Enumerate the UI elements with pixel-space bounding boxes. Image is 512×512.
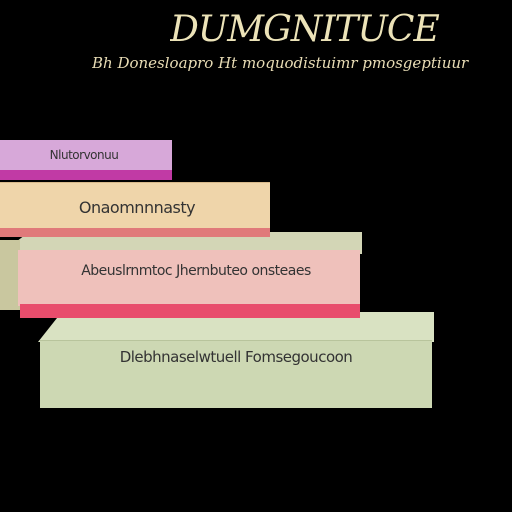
step-1-face — [0, 140, 172, 172]
step-2-label: Onaomnnnasty — [78, 198, 196, 217]
step-1-label: Nlutorvonuu — [49, 148, 119, 162]
step-3-top — [0, 232, 362, 254]
step-2-base — [0, 228, 270, 237]
step-3-base — [20, 304, 360, 318]
step-4-label: Dlebhnaselwtuell Fomsegoucoon — [119, 348, 353, 366]
step-1-base — [0, 170, 172, 180]
diagram-subtitle: Bh Donesloapro Ht moquodistuimr pmosgept… — [92, 54, 469, 72]
step-3-label: Abeuslrnmtoc Jhernbuteo onsteaes — [81, 263, 311, 279]
step-3-face — [18, 250, 360, 306]
step-2-face — [0, 182, 270, 230]
step-4-face — [40, 340, 432, 408]
diagram-title: DUMGNITUCE — [170, 9, 440, 50]
step-3-side — [0, 240, 20, 310]
